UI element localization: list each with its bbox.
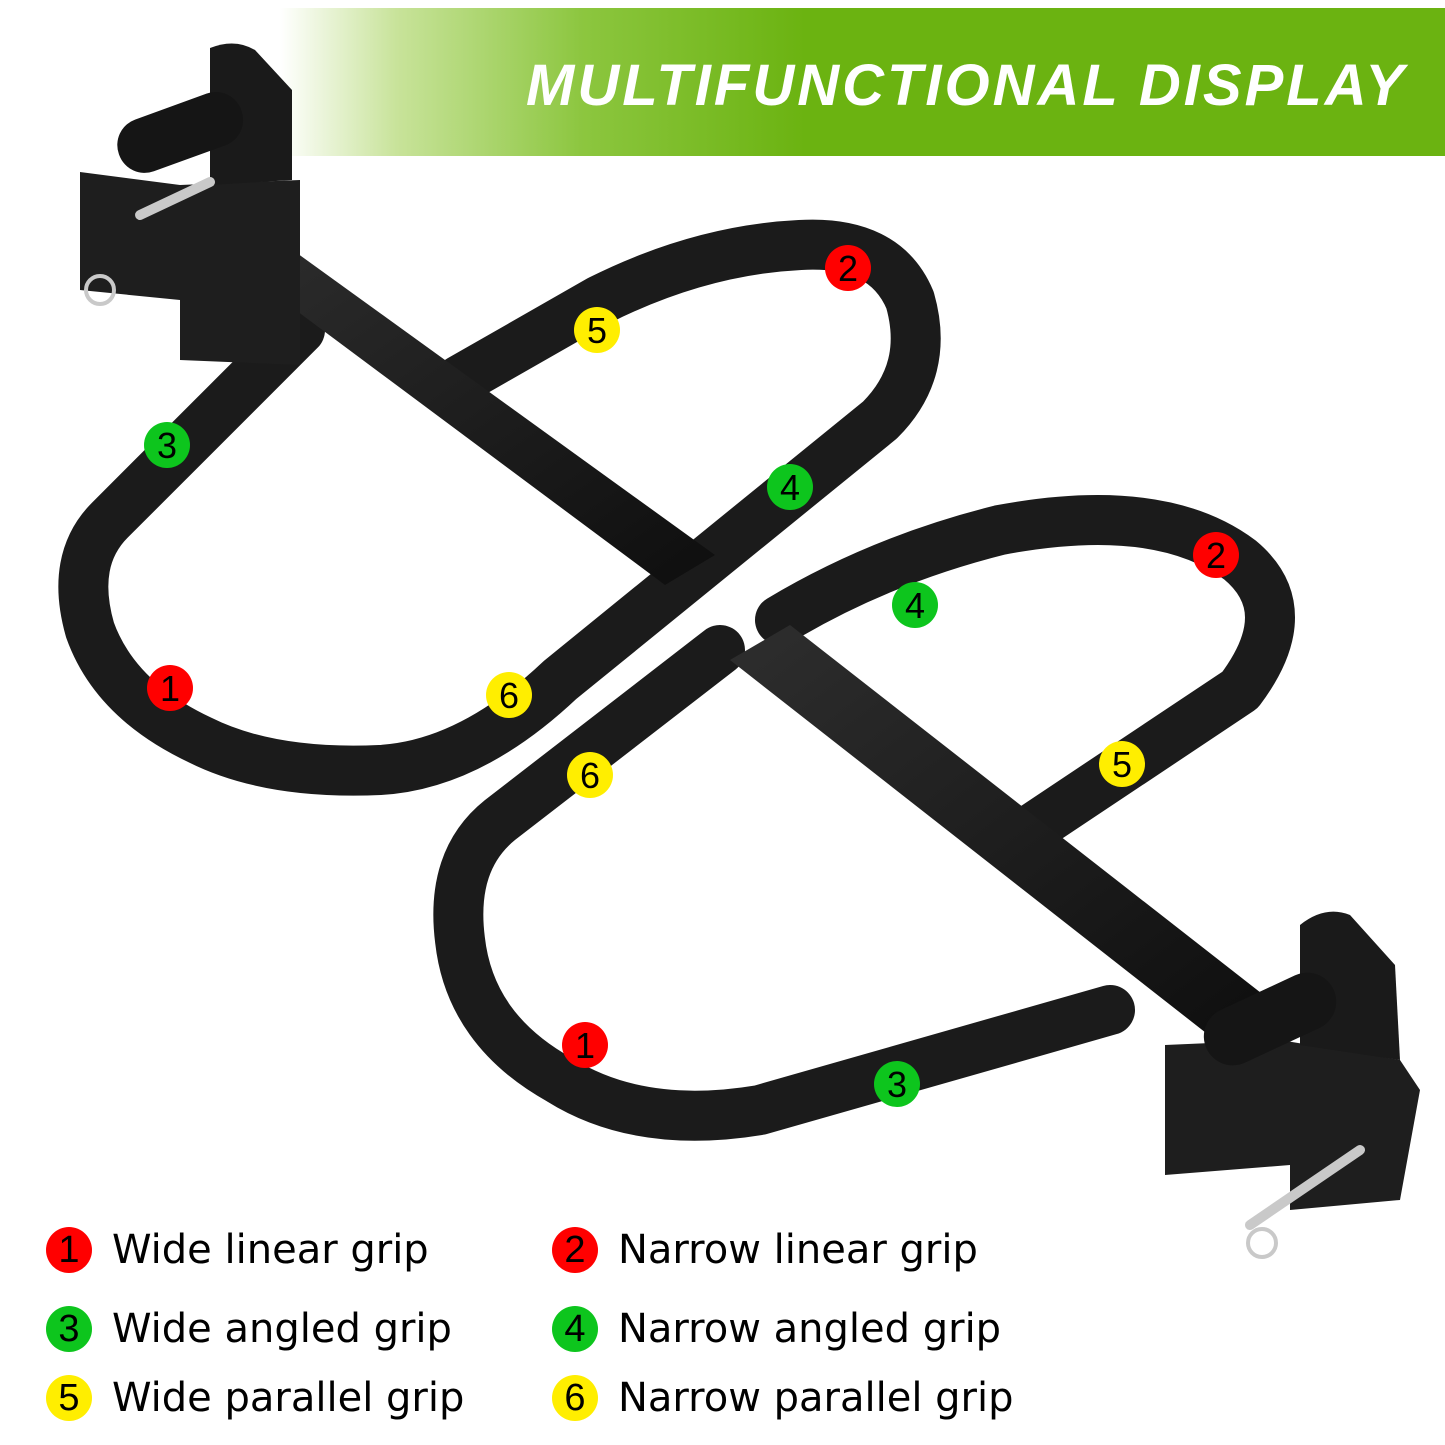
callout-number: 2 [838,248,858,289]
callout-badges: 1 2 3 4 5 6 1 2 3 4 5 6 [144,245,1239,1107]
mount-plate-bottom [1165,1040,1420,1210]
legend-label-5: Wide parallel grip [112,1375,465,1421]
main-bar-top [215,230,715,585]
legend-badge-5: 5 [46,1375,92,1421]
legend-badge-1: 1 [46,1227,92,1273]
callout-number: 3 [157,425,177,466]
pin-bottom [1245,1145,1365,1230]
callout-circle [562,1022,608,1068]
callout-number: 4 [905,585,925,626]
legend-item-3: 3 Wide angled grip [46,1301,452,1357]
callout-badge-3: 3 [144,422,190,468]
callout-badge-5: 5 [574,307,620,353]
callout-circle [486,672,532,718]
callout-circle [825,245,871,291]
legend-item-6: 6 Narrow parallel grip [552,1370,1014,1426]
callout-circle [147,665,193,711]
callout-circle [567,752,613,798]
callout-number: 6 [499,675,519,716]
callout-circle [574,307,620,353]
callout-badge-3: 3 [874,1061,920,1107]
title-banner: MULTIFUNCTIONAL DISPLAY [280,8,1445,156]
main-bar-bottom [730,625,1270,1040]
callout-badge-6: 6 [486,672,532,718]
legend-label-1: Wide linear grip [112,1227,429,1273]
legend-badge-3: 3 [46,1306,92,1352]
pin-ring-top [84,274,116,306]
legend-badge-6: 6 [552,1375,598,1421]
callout-badge-4: 4 [892,582,938,628]
callout-number: 3 [887,1064,907,1105]
grip-loop-top [58,219,941,796]
callout-badge-2: 2 [1193,532,1239,578]
grip-legend: 1 Wide linear grip 2 Narrow linear grip … [46,1222,1146,1432]
callout-badge-5: 5 [1099,741,1145,787]
callout-badge-1: 1 [147,665,193,711]
legend-badge-4: 4 [552,1306,598,1352]
sleeve-bottom [1203,972,1337,1066]
callout-circle [874,1061,920,1107]
legend-label-3: Wide angled grip [112,1306,452,1352]
legend-item-2: 2 Narrow linear grip [552,1222,978,1278]
callout-circle [1099,741,1145,787]
pin-ring-bottom [1246,1227,1278,1259]
legend-label-6: Narrow parallel grip [618,1375,1014,1421]
mount-plate-top [80,172,300,365]
callout-number: 4 [780,467,800,508]
legend-item-1: 1 Wide linear grip [46,1222,429,1278]
callout-number: 5 [587,310,607,351]
handle-unit-bottom [433,495,1420,1259]
legend-item-5: 5 Wide parallel grip [46,1370,464,1426]
pin-top [135,177,215,220]
grip-loop-bottom [433,495,1295,1141]
legend-label-2: Narrow linear grip [618,1227,978,1273]
callout-badge-6: 6 [567,752,613,798]
legend-label-4: Narrow angled grip [618,1306,1002,1352]
handle-unit-top [58,43,941,796]
callout-badge-4: 4 [767,464,813,510]
callout-circle [144,422,190,468]
callout-number: 1 [575,1025,595,1066]
callout-badge-1: 1 [562,1022,608,1068]
callout-circle [892,582,938,628]
callout-badge-2: 2 [825,245,871,291]
callout-number: 5 [1112,744,1132,785]
callout-circle [767,464,813,510]
legend-badge-2: 2 [552,1227,598,1273]
callout-number: 2 [1206,535,1226,576]
callout-number: 6 [580,755,600,796]
mount-plate-top-upright [210,43,292,185]
banner-title: MULTIFUNCTIONAL DISPLAY [526,53,1407,118]
sleeve-top [117,92,244,173]
callout-number: 1 [160,668,180,709]
legend-item-4: 4 Narrow angled grip [552,1301,1001,1357]
callout-circle [1193,532,1239,578]
